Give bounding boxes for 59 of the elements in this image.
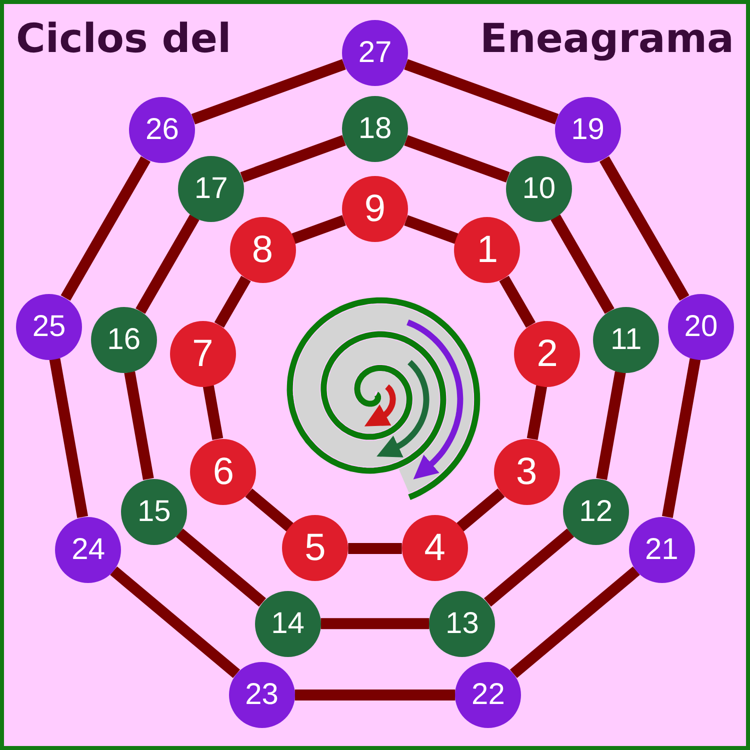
title-text: Eneagrama xyxy=(480,16,734,62)
number-label: 11 xyxy=(610,324,642,355)
connector-line xyxy=(191,59,346,124)
connector-line xyxy=(240,135,346,183)
number-label: 3 xyxy=(516,452,538,490)
connector-line xyxy=(202,385,224,440)
connector-line xyxy=(49,358,88,518)
number-label: 13 xyxy=(446,608,479,639)
number-label: 21 xyxy=(644,534,678,564)
number-label: 10 xyxy=(522,174,556,204)
number-label: 1 xyxy=(476,230,498,269)
number-label: 2 xyxy=(536,334,558,373)
number-label: 27 xyxy=(358,38,392,68)
connector-line xyxy=(596,371,626,480)
connector-line xyxy=(404,59,559,124)
connector-line xyxy=(60,156,150,301)
title-text: Ciclos del xyxy=(16,16,232,62)
number-label: 5 xyxy=(304,529,326,568)
connector-line xyxy=(499,276,536,328)
connector-line xyxy=(214,276,251,328)
number-label: 25 xyxy=(32,312,66,342)
number-circle xyxy=(562,478,629,544)
number-label: 9 xyxy=(364,190,386,228)
number-label: 15 xyxy=(137,496,171,526)
connector-line xyxy=(136,214,200,314)
number-label: 6 xyxy=(212,452,234,490)
number-label: 19 xyxy=(571,115,604,146)
number-label: 16 xyxy=(107,324,141,355)
number-label: 4 xyxy=(424,529,446,568)
connector-line xyxy=(526,385,548,440)
connector-line xyxy=(662,358,701,518)
number-circle xyxy=(506,156,572,222)
number-circle xyxy=(178,156,244,222)
number-label: 17 xyxy=(194,174,228,204)
connector-line xyxy=(320,618,430,630)
connector-line xyxy=(404,135,510,183)
connector-line xyxy=(245,488,294,532)
number-label: 20 xyxy=(684,312,718,342)
number-label: 18 xyxy=(358,114,392,144)
number-label: 14 xyxy=(271,608,304,639)
connector-line xyxy=(600,156,690,301)
number-label: 23 xyxy=(245,680,278,710)
number-label: 22 xyxy=(472,680,505,710)
number-label: 8 xyxy=(252,230,274,269)
connector-line xyxy=(484,528,574,607)
number-label: 12 xyxy=(579,496,613,526)
connector-line xyxy=(176,528,266,607)
connector-line xyxy=(124,371,154,480)
number-label: 7 xyxy=(192,334,214,373)
number-label: 24 xyxy=(72,534,106,564)
connector-line xyxy=(456,488,505,532)
connector-line xyxy=(110,566,240,678)
connector-line xyxy=(294,690,456,701)
connector-line xyxy=(404,215,458,244)
connector-line xyxy=(348,542,402,554)
number-circle xyxy=(121,478,188,544)
connector-line xyxy=(550,214,614,314)
connector-line xyxy=(292,215,346,244)
number-label: 26 xyxy=(146,115,179,146)
